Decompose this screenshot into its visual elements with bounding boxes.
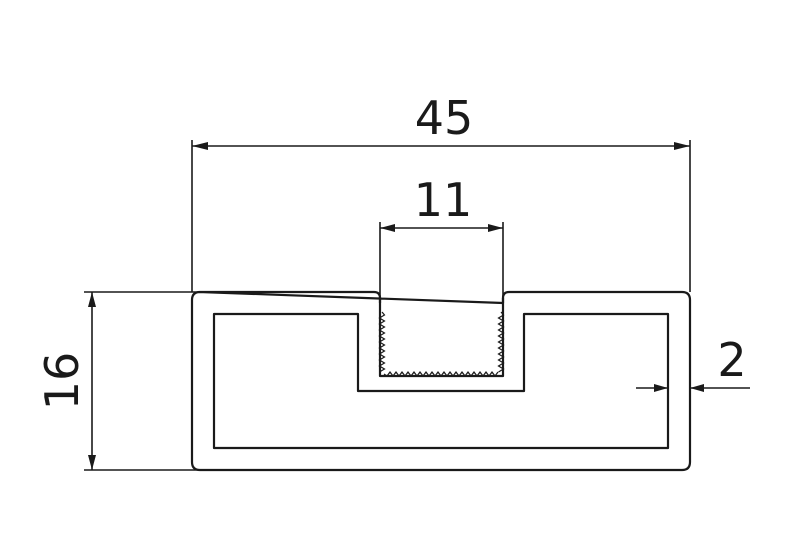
profile-inner-contour [212,312,670,450]
arrow-slot-left [380,224,395,232]
profile-outer-contour [190,290,692,472]
arrow-wall-out [690,384,704,392]
profile-section [190,290,692,472]
arrow-wall-in [654,384,668,392]
arrow-left [192,142,208,150]
arrow-slot-right [488,224,503,232]
wall-thickness-label: 2 [717,333,746,387]
height-label: 16 [35,352,89,411]
overall-width-label: 45 [415,91,474,145]
thread-bottom [383,371,499,377]
thread-right [497,311,505,373]
arrow-bottom [88,455,96,470]
arrow-top [88,292,96,307]
dimension-wall-thickness: 2 [636,333,750,392]
slot-width-label: 11 [414,173,473,227]
arrow-right [674,142,690,150]
dimension-slot-width: 11 [379,173,504,300]
dimension-overall-width: 45 [191,91,691,292]
thread-left [378,311,386,373]
dimension-height: 16 [35,291,200,471]
slot-left-edge [378,298,505,378]
